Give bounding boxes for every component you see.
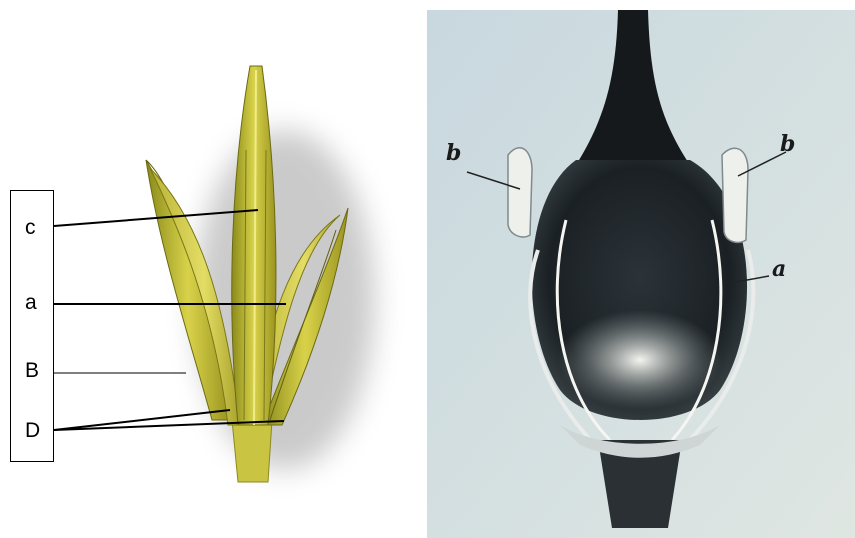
label-c: c: [25, 216, 36, 240]
micro-label-a: a: [772, 256, 786, 282]
label-box: c a B D: [10, 190, 54, 462]
label-B: B: [25, 359, 39, 383]
micrograph-photo: [427, 10, 855, 538]
micro-label-b-left: b: [446, 140, 461, 166]
micro-label-b-right: b: [780, 131, 795, 157]
spikelet-photo: [146, 66, 375, 482]
label-D: D: [25, 419, 40, 443]
label-a: a: [25, 291, 37, 315]
